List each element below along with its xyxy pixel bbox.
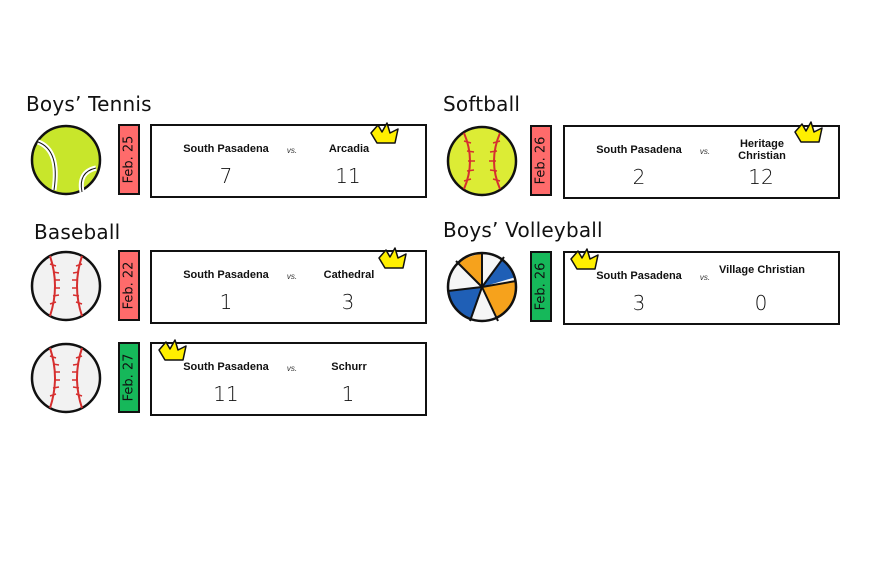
vs-label: vs. [286, 146, 298, 155]
date-tag: Feb. 27 [118, 342, 140, 413]
game-baseball-feb27: Feb. 27 South Pasadena vs. Schurr 11 1 [30, 342, 430, 418]
home-team: South Pasadena [183, 143, 269, 155]
crown-icon [568, 247, 602, 275]
away-team: Arcadia [328, 143, 370, 155]
away-team: Heritage Christian [738, 138, 786, 162]
home-score: 7 [219, 164, 233, 188]
vs-label: vs. [699, 147, 711, 156]
baseball-icon [30, 250, 102, 322]
home-score: 2 [632, 165, 646, 189]
away-team: Cathedral [323, 269, 375, 281]
game-baseball-feb22: Feb. 22 South Pasadena vs. Cathedral 1 3 [30, 250, 430, 326]
score-box: South Pasadena vs. Schurr 11 1 [150, 342, 427, 416]
away-score: 12 [748, 165, 774, 189]
date-label: Feb. 26 [533, 262, 549, 311]
crown-icon [376, 246, 410, 274]
away-team: Village Christian [719, 264, 805, 276]
date-label: Feb. 26 [533, 136, 549, 185]
score-box: South Pasadena vs. Heritage Christian 2 … [563, 125, 840, 199]
date-tag: Feb. 22 [118, 250, 140, 321]
date-label: Feb. 22 [121, 261, 137, 310]
home-score: 11 [213, 382, 239, 406]
vs-label: vs. [286, 272, 298, 281]
date-tag: Feb. 26 [530, 251, 552, 322]
vs-label: vs. [286, 364, 298, 373]
tennis-ball-icon [30, 124, 102, 196]
score-box: South Pasadena vs. Village Christian 3 0 [563, 251, 840, 325]
home-score: 3 [632, 291, 646, 315]
date-label: Feb. 27 [121, 353, 137, 402]
game-softball-feb26: Feb. 26 South Pasadena vs. Heritage Chri… [446, 125, 846, 201]
date-tag: Feb. 25 [118, 124, 140, 195]
game-volleyball-feb26: Feb. 26 South Pasadena vs. Village Chris… [446, 251, 846, 327]
crown-icon [368, 121, 402, 149]
section-title-volleyball: Boys’ Volleyball [443, 218, 603, 242]
home-team: South Pasadena [183, 269, 269, 281]
section-title-softball: Softball [443, 92, 521, 116]
game-tennis-feb25: Feb. 25 South Pasadena vs. Arcadia 7 11 [30, 124, 430, 200]
baseball-icon [30, 342, 102, 414]
crown-icon [156, 338, 190, 366]
crown-icon [792, 120, 826, 148]
date-tag: Feb. 26 [530, 125, 552, 196]
away-team: Schurr [331, 361, 367, 373]
home-team: South Pasadena [183, 361, 269, 373]
section-title-tennis: Boys’ Tennis [26, 92, 152, 116]
date-label: Feb. 25 [121, 135, 137, 184]
home-score: 1 [219, 290, 233, 314]
vs-label: vs. [699, 273, 711, 282]
away-score: 11 [335, 164, 361, 188]
away-score: 3 [341, 290, 355, 314]
home-team: South Pasadena [596, 144, 682, 156]
softball-icon [446, 125, 518, 197]
away-score: 0 [754, 291, 768, 315]
volleyball-icon [446, 251, 518, 323]
away-score: 1 [341, 382, 355, 406]
section-title-baseball: Baseball [34, 220, 121, 244]
home-team: South Pasadena [596, 270, 682, 282]
